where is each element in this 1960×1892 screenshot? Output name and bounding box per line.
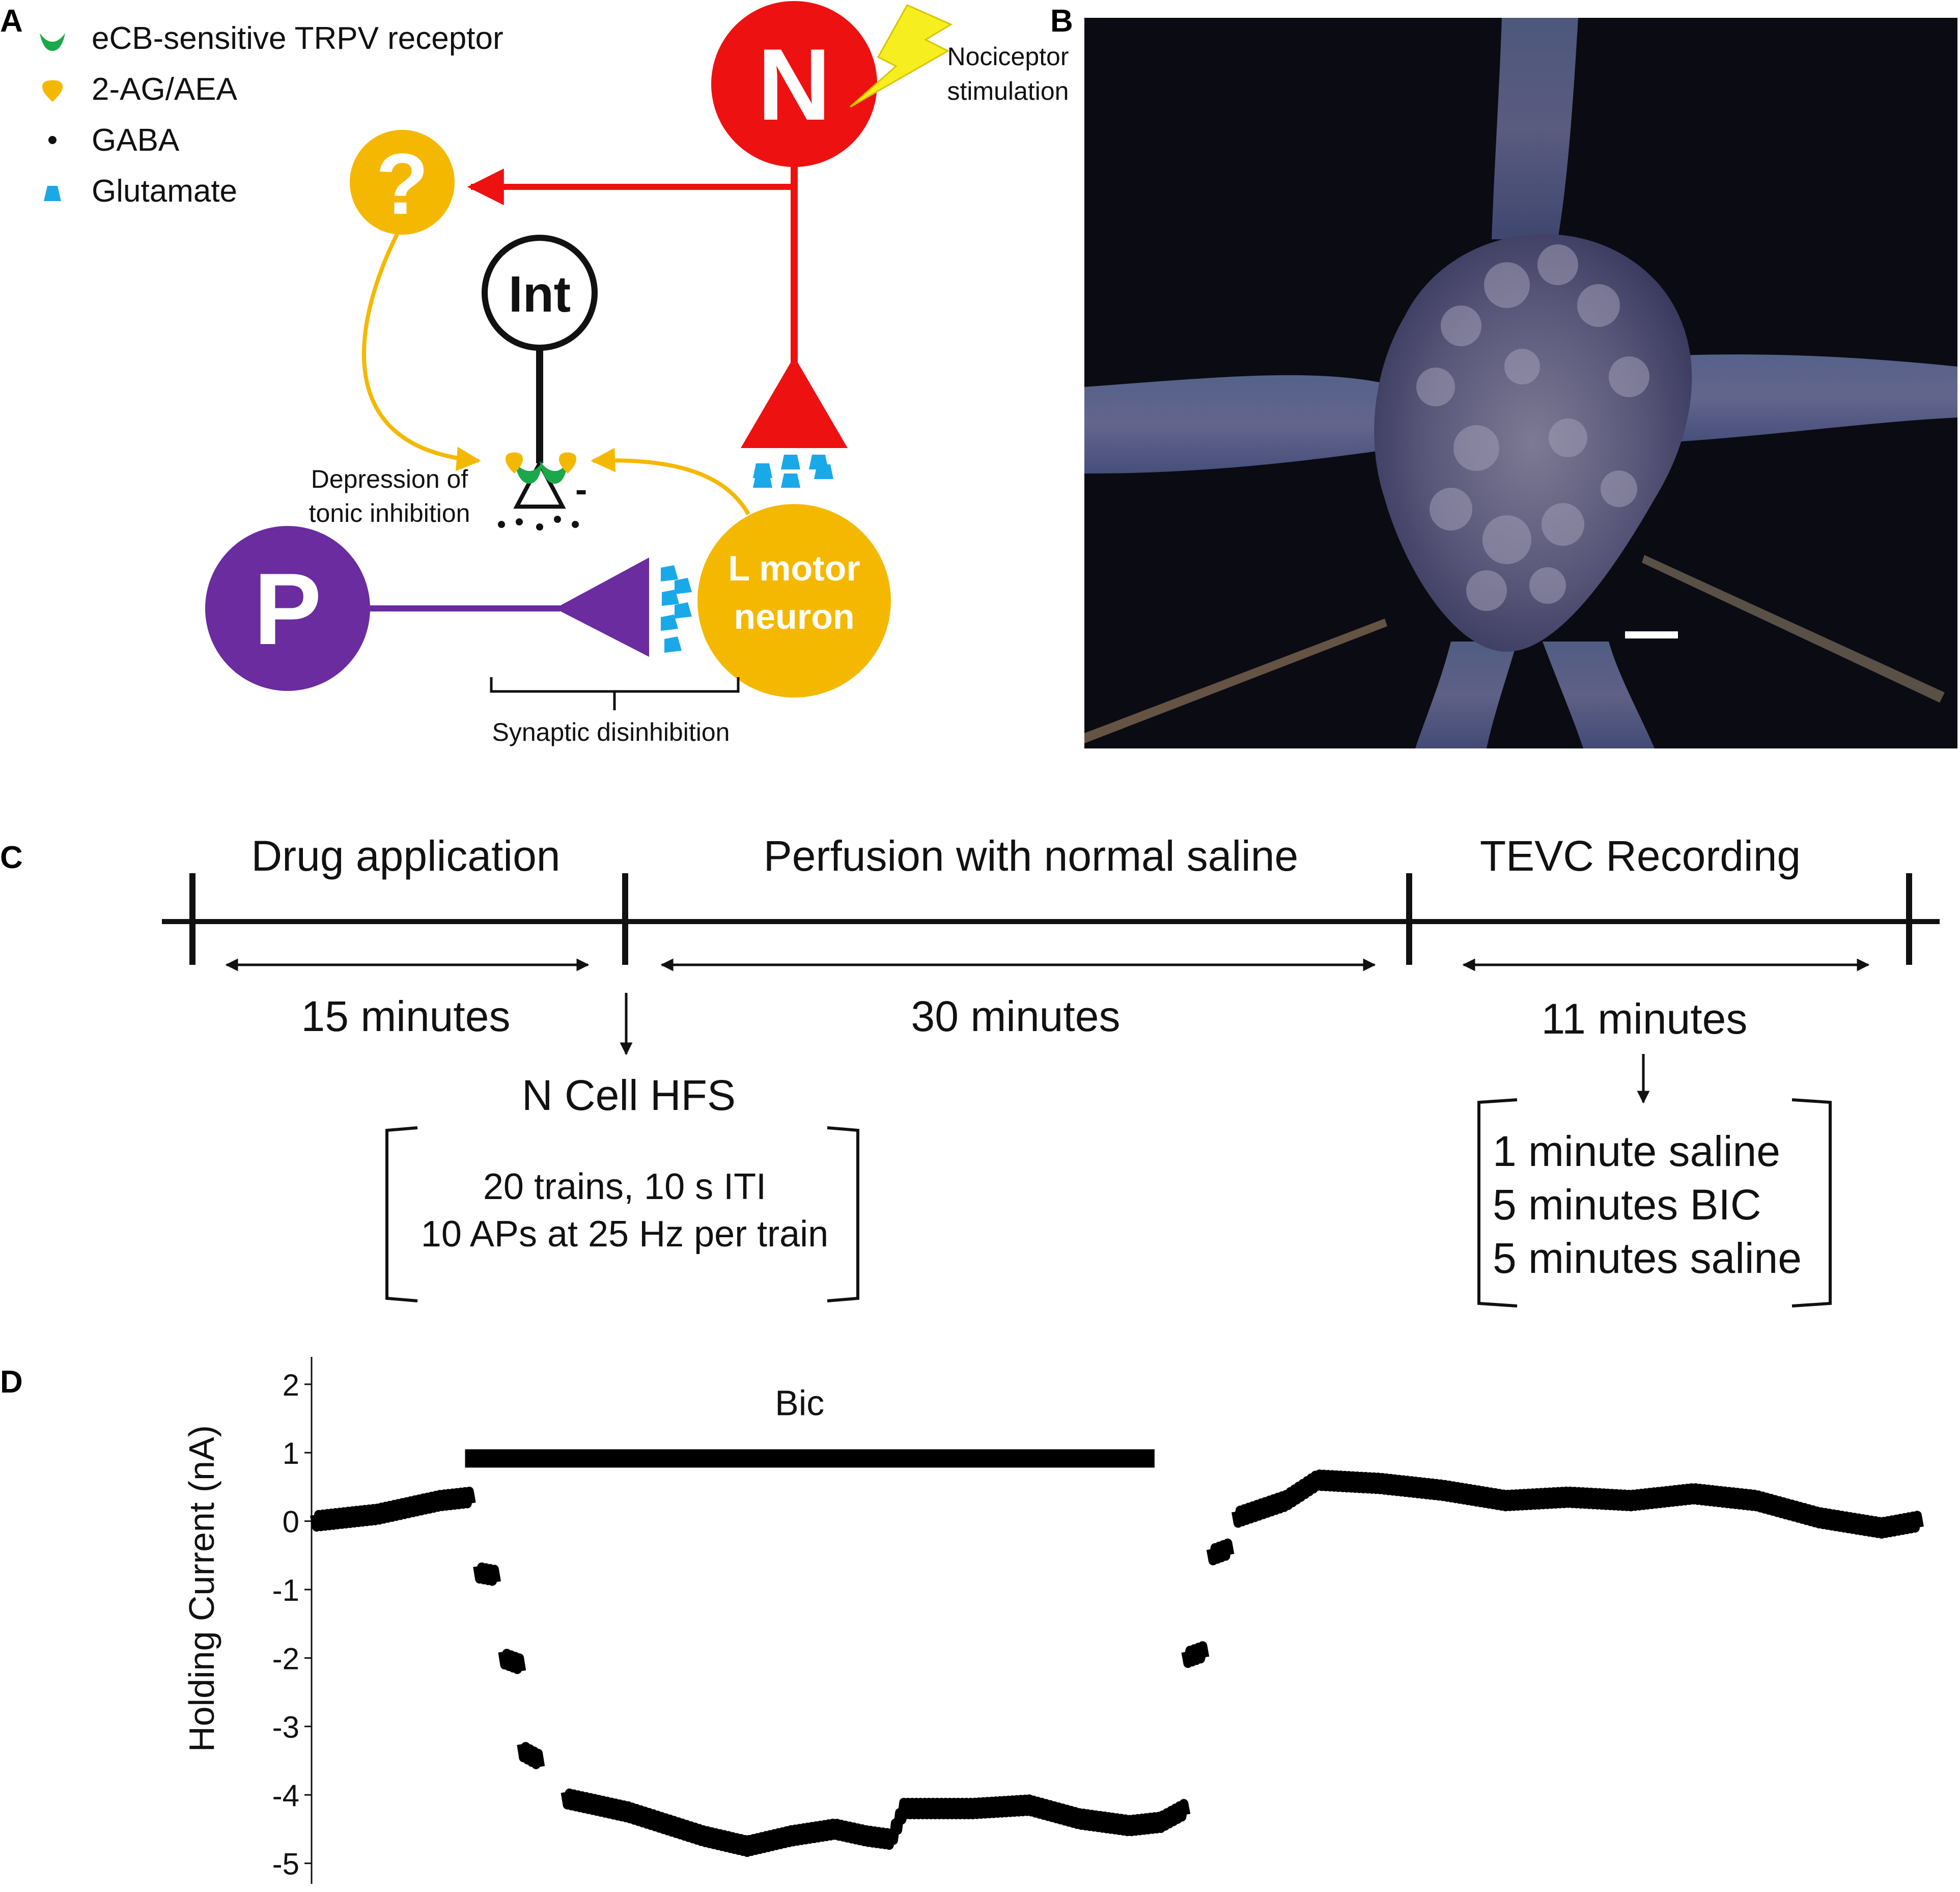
legend-label-trpv: eCB-sensitive TRPV receptor	[92, 21, 503, 56]
trace-segment-3	[517, 1742, 545, 1769]
recording-bracket-left	[1477, 1098, 1518, 1307]
trace-segment-1	[473, 1562, 501, 1586]
disinhibition-label: Synaptic disinhibition	[492, 718, 730, 746]
y-tick-label: -1	[272, 1573, 299, 1607]
bic-bar	[465, 1449, 1155, 1468]
minus-sign: -	[575, 469, 587, 509]
glutamate-icon	[44, 186, 61, 201]
legend: eCB-sensitive TRPV receptor 2-AG/AEA GAB…	[40, 21, 503, 209]
hfs-line2: 10 APs at 25 Hz per train	[421, 1214, 828, 1255]
hfs-title: N Cell HFS	[522, 1071, 736, 1119]
endocannabinoid-icon	[42, 80, 63, 102]
p-cell	[205, 526, 370, 691]
ecb-ligand-right-icon	[558, 452, 577, 474]
trace-segment-7	[1231, 1469, 1924, 1539]
l-motor-label-line1: L motor	[728, 548, 860, 588]
hfs-bracket-right	[827, 1126, 859, 1302]
neuron-somata	[1416, 244, 1649, 611]
panel-a: A eCB-sensitive TRPV receptor 2-AG/AEA G…	[0, 1, 1069, 746]
int-terminal	[513, 459, 566, 509]
y-tick-label: 0	[283, 1505, 299, 1539]
phase-label-tevc: TEVC Recording	[1480, 832, 1801, 880]
ganglion-micrograph	[1084, 18, 1957, 748]
int-cell-label: Int	[509, 266, 571, 323]
unknown-cell-label: ?	[376, 136, 429, 233]
duration-label-drug: 15 minutes	[301, 992, 511, 1040]
depression-label-line2: tonic inhibition	[309, 499, 470, 527]
y-axis-label: Holding Current (nA)	[182, 1425, 221, 1752]
recording-line2: 5 minutes BIC	[1493, 1181, 1761, 1229]
electrode-right	[1642, 555, 1945, 703]
duration-label-perfusion: 30 minutes	[911, 992, 1121, 1040]
panel-a-letter: A	[0, 4, 23, 39]
panel-d: D 2 1 0 -1 -2 -3 -4 -5 Holding Current (nA) Bic	[0, 1357, 1924, 1884]
panel-c-letter: C	[0, 840, 23, 875]
panel-c: C Drug application Perfusion with normal…	[0, 832, 1940, 1307]
n-cell	[711, 1, 877, 167]
hfs-line1: 20 trains, 10 s ITI	[483, 1166, 766, 1207]
y-tick-label: -3	[272, 1710, 299, 1744]
electrode-left	[1084, 619, 1387, 743]
trpv-receptor-right-icon	[540, 461, 568, 484]
disinhibition-bracket	[490, 677, 740, 710]
n-glutamate-release	[753, 455, 833, 488]
ecb-ligand-left-icon	[505, 452, 523, 474]
phase-label-drug: Drug application	[251, 832, 560, 880]
trace-segment-4	[561, 1788, 1191, 1857]
holding-current-chart: 2 1 0 -1 -2 -3 -4 -5 Holding Current (nA) Bic	[182, 1357, 1924, 1884]
unknown-to-int-arrow	[361, 233, 481, 471]
nociceptor-label-line2: stimulation	[947, 77, 1069, 105]
p-cell-label: P	[254, 552, 321, 666]
legend-label-glutamate: Glutamate	[92, 174, 237, 209]
lightning-bolt-icon	[850, 4, 953, 108]
n-cell-label: N	[758, 28, 831, 142]
recording-bracket-right	[1791, 1098, 1832, 1307]
p-terminal	[555, 558, 649, 657]
l-glutamate-release	[661, 565, 692, 653]
y-tick-label: 1	[283, 1436, 299, 1470]
trpv-receptor-left-icon	[514, 461, 543, 484]
legend-label-2ag: 2-AG/AEA	[92, 72, 238, 107]
trace-segment-0	[310, 1486, 476, 1532]
y-tick-label: -2	[272, 1641, 299, 1676]
gaba-release	[498, 516, 579, 531]
panel-b-letter: B	[1050, 4, 1073, 39]
l-motor-neuron-cell	[697, 504, 891, 698]
y-tick-label: 2	[283, 1368, 299, 1402]
hfs-bracket-left	[385, 1126, 418, 1302]
l-motor-to-int-arrow	[591, 448, 750, 515]
nociceptor-label-line1: Nociceptor	[947, 42, 1069, 71]
phase-label-perfusion: Perfusion with normal saline	[764, 832, 1299, 880]
y-tick-label: -4	[272, 1778, 299, 1813]
trace-segment-5	[1181, 1641, 1210, 1668]
y-tick-label: -5	[272, 1847, 299, 1881]
depression-label-line1: Depression of	[311, 465, 468, 493]
panel-d-letter: D	[0, 1365, 23, 1400]
duration-label-tevc: 11 minutes	[1542, 995, 1748, 1043]
legend-label-gaba: GABA	[92, 123, 180, 158]
trpv-receptor-icon	[40, 33, 65, 51]
trace-segment-6	[1206, 1538, 1235, 1566]
unknown-cell	[350, 130, 455, 235]
panel-b: B	[1050, 4, 1957, 748]
scale-bar	[1625, 631, 1678, 638]
recording-line3: 5 minutes saline	[1493, 1234, 1802, 1282]
gaba-icon	[48, 136, 57, 144]
n-terminal	[741, 356, 848, 448]
recording-line1: 1 minute saline	[1493, 1127, 1780, 1175]
trace-segment-2	[498, 1649, 526, 1674]
bic-label: Bic	[775, 1383, 824, 1423]
l-motor-label-line2: neuron	[734, 597, 854, 636]
